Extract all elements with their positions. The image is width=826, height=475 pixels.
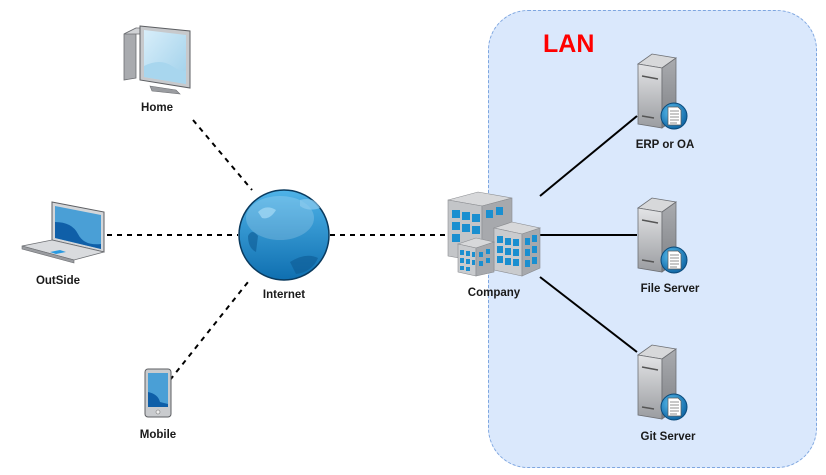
node-label-mobile: Mobile [140,429,176,441]
node-label-erp: ERP or OA [636,139,695,151]
node-company[interactable]: Company [447,191,542,299]
server-icon [637,53,688,130]
edge-company-git[interactable] [539,276,638,353]
node-label-home: Home [141,102,173,114]
node-git-server[interactable]: Git Server [637,344,696,443]
node-internet[interactable]: Internet [238,189,330,301]
laptop-icon [21,201,105,264]
edge-mobile-internet[interactable] [169,281,249,381]
node-erp[interactable]: ERP or OA [636,53,695,151]
node-label-internet: Internet [263,289,305,301]
node-mobile[interactable]: Mobile [140,368,176,441]
node-label-file-server: File Server [641,283,700,295]
office-buildings-icon [447,191,542,277]
server-icon [637,197,688,274]
server-icon [637,344,688,421]
globe-icon [238,189,330,281]
edges [107,115,638,381]
node-file-server[interactable]: File Server [637,197,700,295]
node-label-company: Company [468,287,521,299]
node-outside[interactable]: OutSide [21,201,105,287]
node-home[interactable]: Home [123,25,191,114]
edge-company-erp[interactable] [539,115,638,197]
lan-title: LAN [543,30,595,58]
mobile-phone-icon [144,368,172,418]
edge-home-internet[interactable] [192,119,253,191]
node-label-git-server: Git Server [641,431,696,443]
desktop-computer-icon [123,25,191,95]
node-label-outside: OutSide [36,275,80,287]
